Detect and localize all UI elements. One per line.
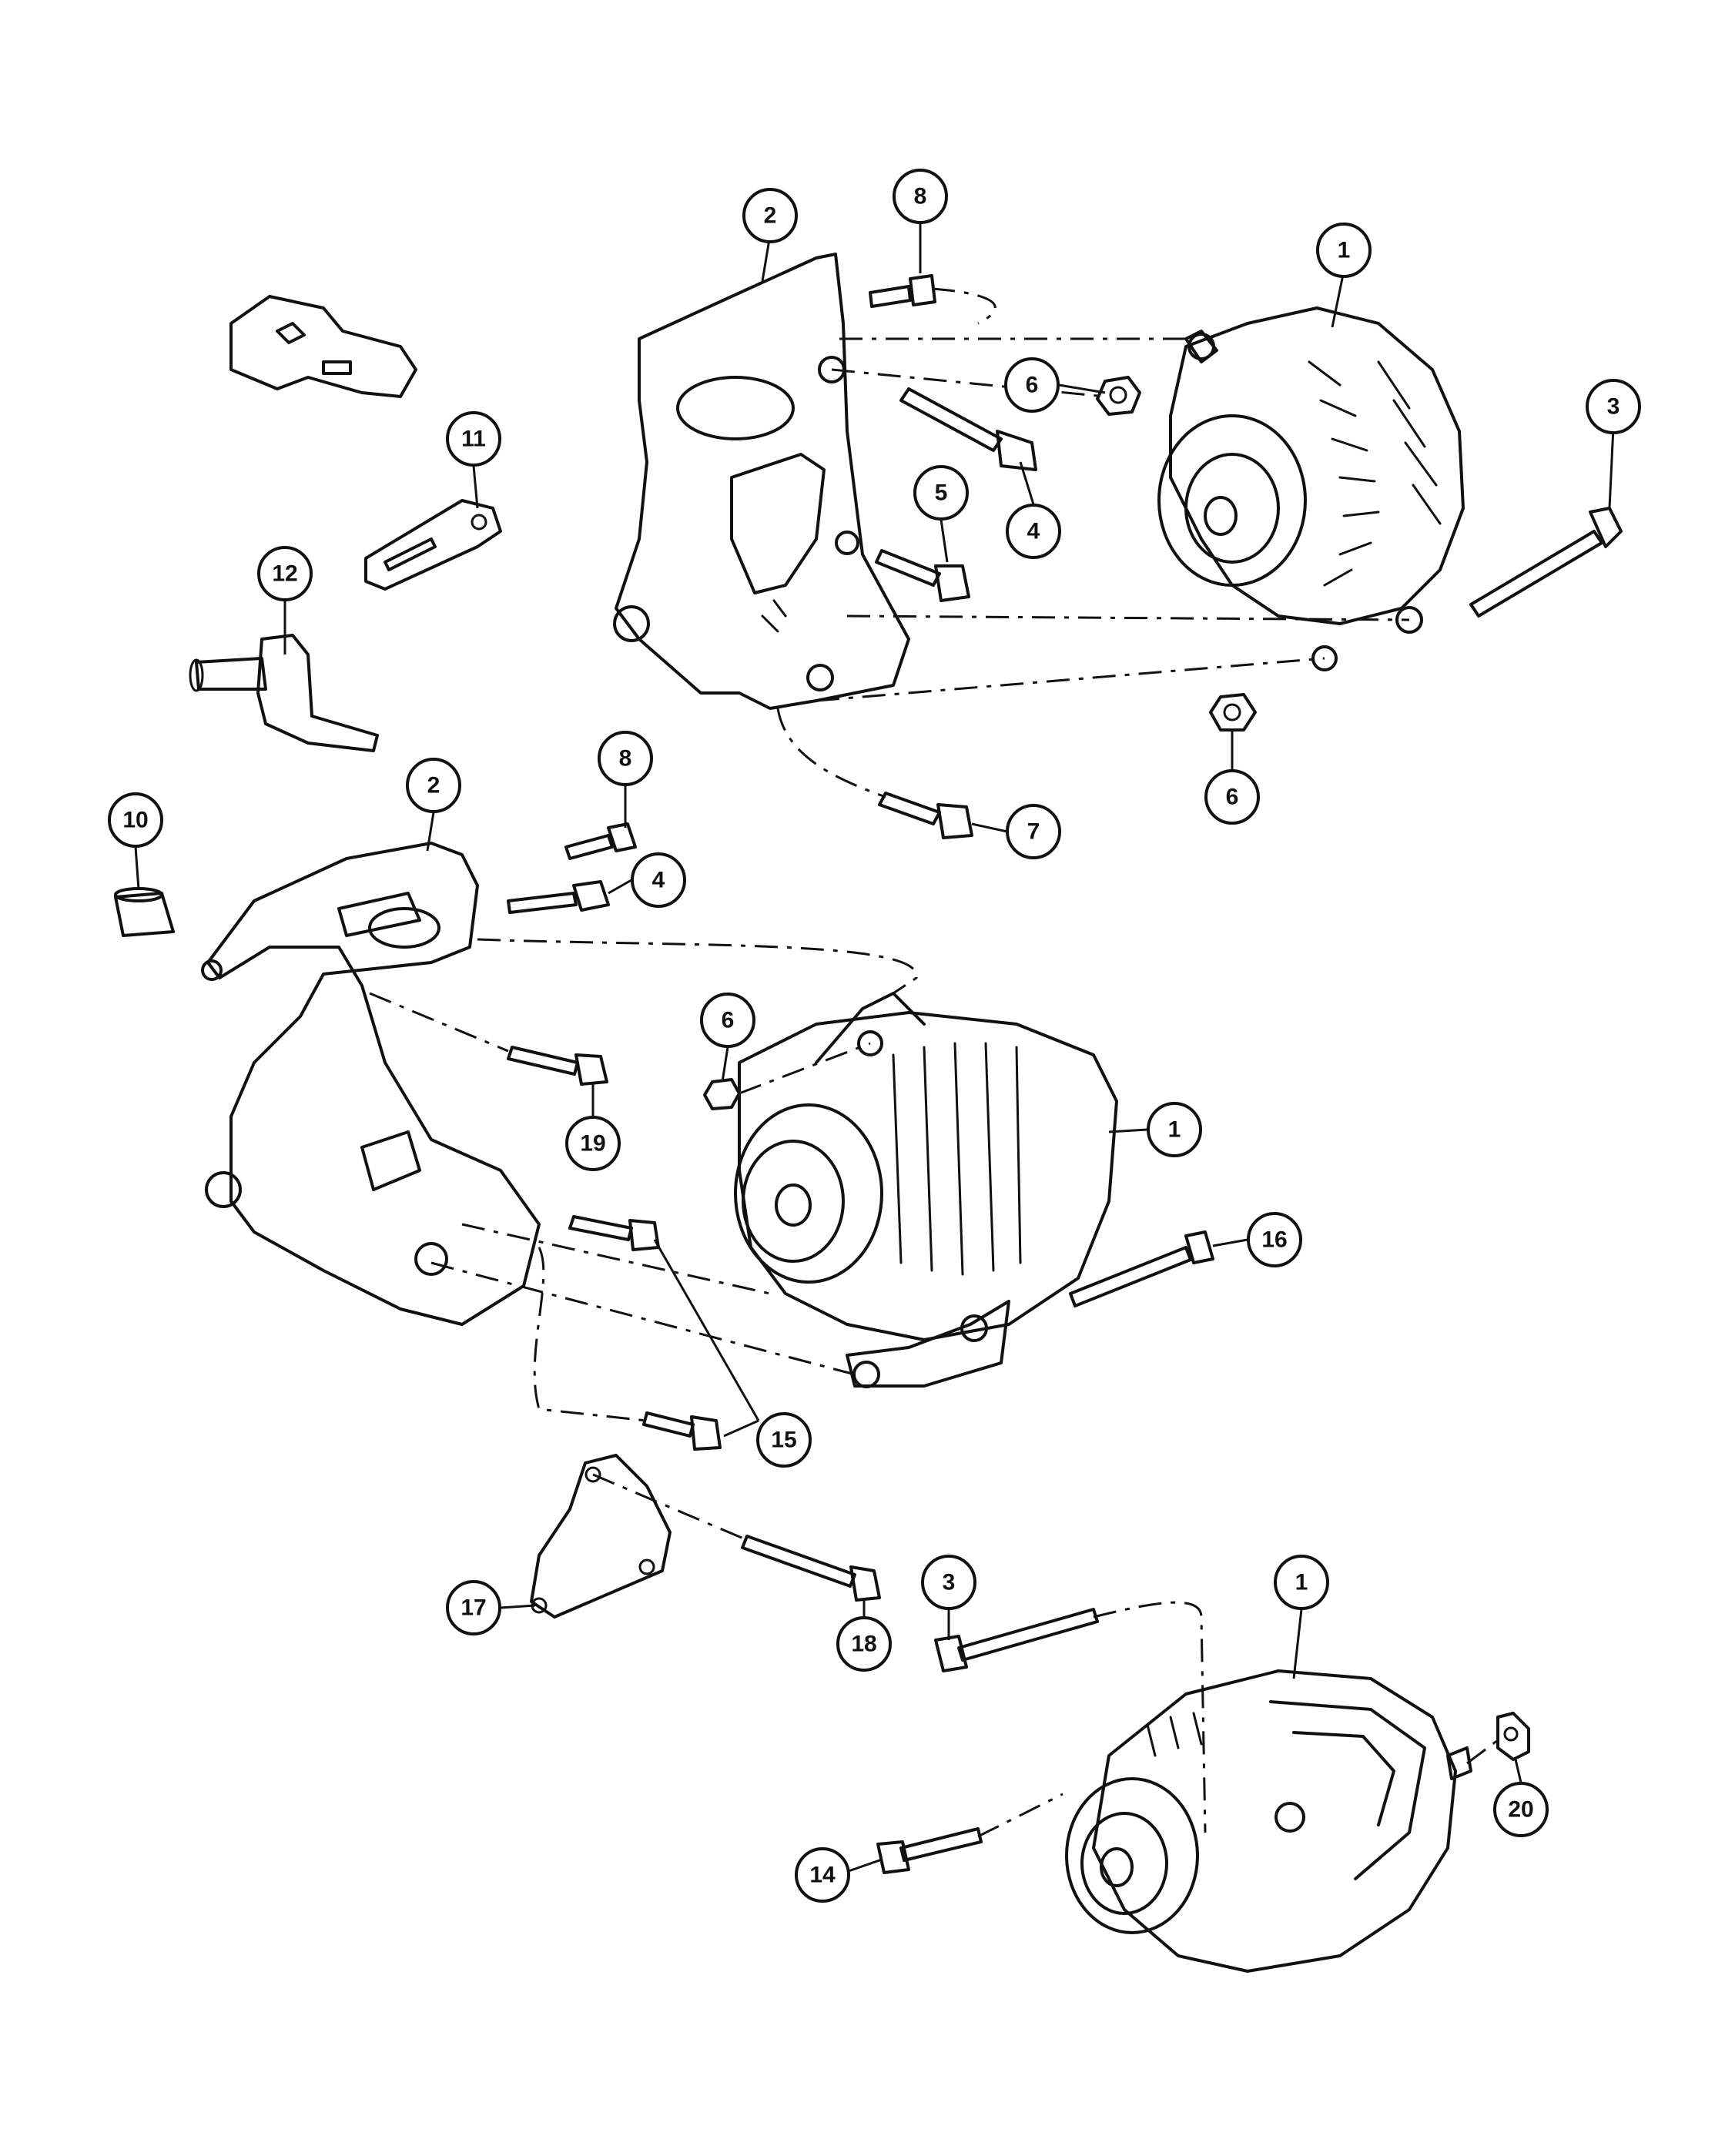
mounting-bracket-2-top	[613, 253, 910, 710]
bolt-8-mid	[564, 822, 637, 860]
callout-8-mid: 8	[598, 731, 653, 786]
callout-14: 14	[795, 1847, 850, 1903]
callout-7: 7	[1006, 804, 1061, 859]
bolt-3-top	[1469, 507, 1623, 618]
svg-text:3: 3	[943, 1570, 956, 1595]
svg-text:6: 6	[722, 1008, 735, 1033]
callout-5-top: 5	[913, 465, 969, 521]
pin-bracket-12	[189, 634, 379, 752]
callout-4-top: 4	[1006, 504, 1061, 559]
bolt-19	[507, 1046, 608, 1086]
callout-12: 12	[257, 546, 313, 601]
svg-text:4: 4	[652, 868, 665, 893]
callout-11: 11	[446, 411, 501, 467]
svg-text:5: 5	[935, 480, 948, 506]
callout-2-top: 2	[742, 188, 798, 243]
callout-2-mid: 2	[406, 758, 461, 813]
svg-text:6: 6	[1226, 785, 1239, 810]
svg-text:1: 1	[1168, 1117, 1181, 1143]
callout-4-mid: 4	[631, 852, 686, 908]
nut-6-top-lower	[1209, 693, 1257, 732]
svg-text:20: 20	[1508, 1797, 1533, 1823]
bolt-15-upper	[568, 1215, 660, 1251]
svg-text:18: 18	[851, 1632, 876, 1657]
callout-15: 15	[756, 1412, 812, 1468]
alternator-1-top	[1157, 306, 1465, 671]
bolt-18	[741, 1535, 881, 1602]
small-bracket-part	[229, 295, 417, 398]
callout-3-top: 3	[1586, 379, 1641, 434]
bolt-16	[1069, 1230, 1214, 1307]
nut-6-mid	[703, 1078, 741, 1110]
brace-17	[530, 1454, 672, 1619]
alternator-1-bottom	[1065, 1669, 1472, 1973]
svg-text:10: 10	[122, 808, 148, 833]
callout-6-top: 6	[1004, 357, 1060, 413]
svg-text:12: 12	[272, 561, 297, 587]
bolt-5-top	[875, 549, 970, 602]
svg-text:1: 1	[1338, 238, 1351, 263]
svg-text:16: 16	[1261, 1227, 1287, 1253]
callout-10: 10	[108, 792, 163, 848]
svg-text:17: 17	[461, 1595, 486, 1621]
alternator-1-mid	[734, 992, 1118, 1388]
nut-20	[1496, 1712, 1530, 1761]
callout-20: 20	[1493, 1782, 1549, 1837]
svg-text:19: 19	[580, 1131, 605, 1157]
svg-text:8: 8	[914, 184, 927, 209]
bolt-7	[878, 792, 973, 839]
svg-text:4: 4	[1027, 519, 1040, 544]
callout-18: 18	[836, 1616, 892, 1672]
callout-1-bottom: 1	[1274, 1555, 1329, 1610]
callout-8-top: 8	[893, 169, 948, 224]
callout-1-top: 1	[1316, 223, 1372, 278]
callout-3-bottom: 3	[921, 1555, 976, 1610]
svg-text:2: 2	[764, 203, 777, 229]
callout-16: 16	[1247, 1212, 1302, 1267]
svg-text:6: 6	[1026, 373, 1039, 398]
svg-text:8: 8	[619, 746, 632, 772]
bolt-3-bottom	[934, 1608, 1099, 1672]
bolt-14	[876, 1827, 983, 1874]
bolt-15-lower	[642, 1411, 722, 1451]
bushing-10	[114, 887, 175, 937]
callout-1-mid: 1	[1147, 1102, 1202, 1157]
nut-6-top	[1096, 376, 1141, 416]
callout-19: 19	[565, 1116, 621, 1171]
bolt-4-mid	[507, 880, 610, 914]
bolt-4-top	[899, 387, 1037, 471]
svg-text:7: 7	[1027, 819, 1040, 845]
bolt-8-top	[869, 274, 936, 308]
link-plate-11	[364, 499, 502, 591]
svg-text:2: 2	[427, 773, 440, 798]
mounting-bracket-2-mid	[201, 842, 541, 1326]
svg-text:3: 3	[1607, 394, 1620, 420]
callout-17: 17	[446, 1580, 501, 1635]
svg-text:1: 1	[1295, 1570, 1308, 1595]
callout-6-top-lower: 6	[1204, 769, 1260, 825]
callout-6-mid: 6	[700, 993, 755, 1048]
svg-text:14: 14	[809, 1863, 836, 1888]
svg-text:11: 11	[461, 427, 486, 452]
svg-text:15: 15	[771, 1428, 796, 1453]
